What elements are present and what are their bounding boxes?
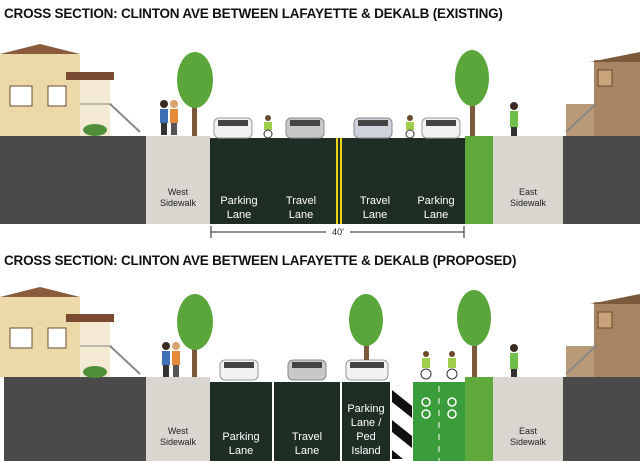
existing-east-sidewalk-label: East Sidewalk <box>509 187 547 208</box>
existing-lane-1-label: Parking Lane <box>220 195 258 221</box>
east-sidewalk-block <box>493 377 563 461</box>
west-house-illustration <box>0 287 141 378</box>
proposed-diagram <box>0 287 640 461</box>
east-house-illustration <box>565 294 640 377</box>
pedestrians-illustration <box>162 342 180 377</box>
proposed-title: CROSS SECTION: CLINTON AVE BETWEEN LAFAY… <box>4 253 517 268</box>
west-ground <box>0 136 146 224</box>
vehicles-illustration <box>213 115 461 139</box>
width-dimension <box>210 226 465 238</box>
east-pedestrian-illustration <box>510 102 518 136</box>
proposed-section: West Sidewalk Parking Lane Travel Lane P… <box>0 240 640 461</box>
east-tree-illustration <box>455 50 489 136</box>
bike-lane-icons <box>421 397 457 419</box>
existing-lane-2-label: Travel Lane <box>285 195 317 221</box>
east-ground <box>563 136 640 224</box>
center-line-right <box>340 138 342 224</box>
ped-island-tree-illustration <box>349 294 383 360</box>
east-sidewalk-block <box>493 136 563 224</box>
west-sidewalk-block <box>146 377 210 461</box>
existing-diagram <box>0 44 640 238</box>
west-sidewalk-block <box>146 136 210 224</box>
proposed-lane-3-label: Parking Lane / Ped Island <box>347 403 385 457</box>
east-pedestrian-illustration <box>510 344 518 377</box>
proposed-east-sidewalk-label: East Sidewalk <box>509 426 547 447</box>
median-strip <box>465 136 493 224</box>
median-strip <box>465 377 493 461</box>
buffer-stripes <box>392 382 412 461</box>
existing-west-sidewalk-label: West Sidewalk <box>159 187 197 208</box>
parking-lane-block <box>210 382 272 461</box>
east-house-illustration <box>565 52 640 136</box>
proposed-west-sidewalk-label: West Sidewalk <box>159 426 197 447</box>
existing-width-label: 40' <box>332 227 344 237</box>
west-house-illustration <box>0 44 141 136</box>
west-tree-illustration <box>177 52 213 136</box>
proposed-lane-2-label: Travel Lane <box>291 431 323 457</box>
pedestrians-illustration <box>160 100 178 135</box>
existing-section: West Sidewalk Parking Lane Travel Lane T… <box>0 44 640 238</box>
existing-lane-4-label: Parking Lane <box>417 195 455 221</box>
east-tree-illustration <box>457 290 491 377</box>
ped-island-block <box>342 382 390 461</box>
west-ground <box>4 377 146 461</box>
travel-lane-block <box>274 382 340 461</box>
existing-lane-3-label: Travel Lane <box>359 195 391 221</box>
center-line-left <box>336 138 338 224</box>
vehicles-illustration <box>219 359 389 381</box>
east-ground <box>563 377 640 461</box>
west-tree-illustration <box>177 294 213 377</box>
proposed-lane-1-label: Parking Lane <box>222 431 260 457</box>
cyclists-illustration <box>420 351 458 380</box>
existing-title: CROSS SECTION: CLINTON AVE BETWEEN LAFAY… <box>4 6 503 21</box>
